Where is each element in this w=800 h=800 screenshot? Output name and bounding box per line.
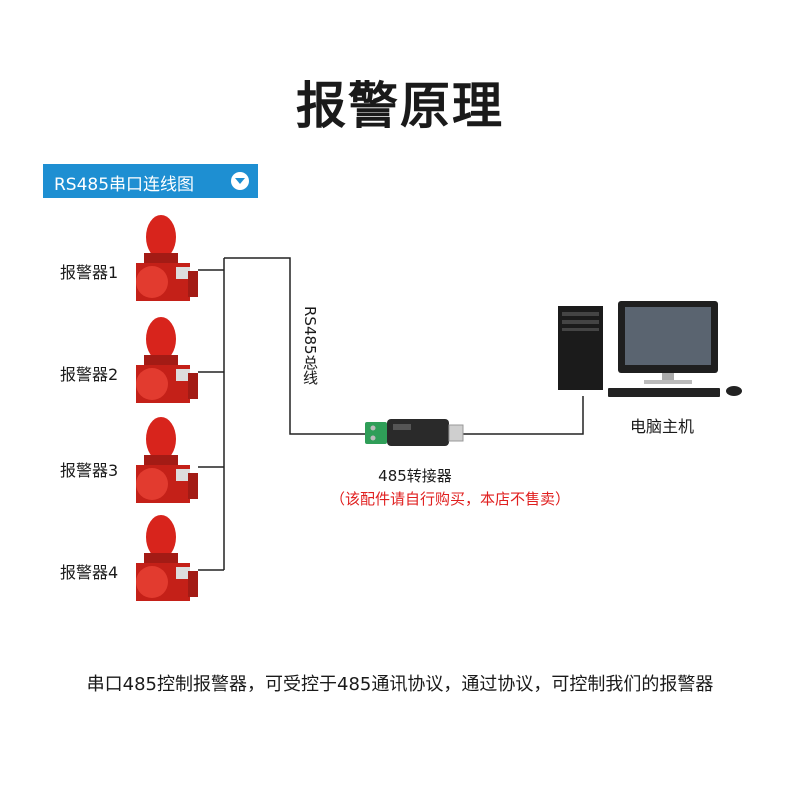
rs485-bus-wire — [224, 257, 365, 435]
bus-label: RS485总线 — [301, 306, 319, 385]
section-tag[interactable]: RS485串口连线图 — [43, 164, 258, 198]
alarm-4-label: 报警器4 — [60, 563, 119, 582]
footer-text: 串口485控制报警器，可受控于485通讯协议，通过协议，可控制我们的报警器 — [86, 674, 714, 695]
alarm-3-label: 报警器3 — [60, 461, 119, 480]
converter-label: 485转接器 — [378, 467, 452, 485]
alarm-3-icon — [136, 417, 198, 503]
section-tag-label: RS485串口连线图 — [54, 175, 195, 195]
computer-label: 电脑主机 — [630, 417, 695, 436]
alarm-1-icon — [136, 215, 198, 301]
computer-icon — [558, 301, 742, 397]
page-title: 报警原理 — [296, 77, 504, 135]
alarm-2-icon — [136, 317, 198, 403]
alarm-icons — [136, 215, 198, 601]
alarm-4-icon — [136, 515, 198, 601]
alarm-1-label: 报警器1 — [60, 263, 119, 282]
converter-note: （该配件请自行购买，本店不售卖） — [330, 490, 571, 508]
usb-converter-icon — [365, 419, 464, 446]
chevron-down-icon[interactable] — [231, 172, 249, 190]
alarm-2-label: 报警器2 — [60, 365, 119, 384]
usb-cable-wire — [463, 396, 584, 435]
